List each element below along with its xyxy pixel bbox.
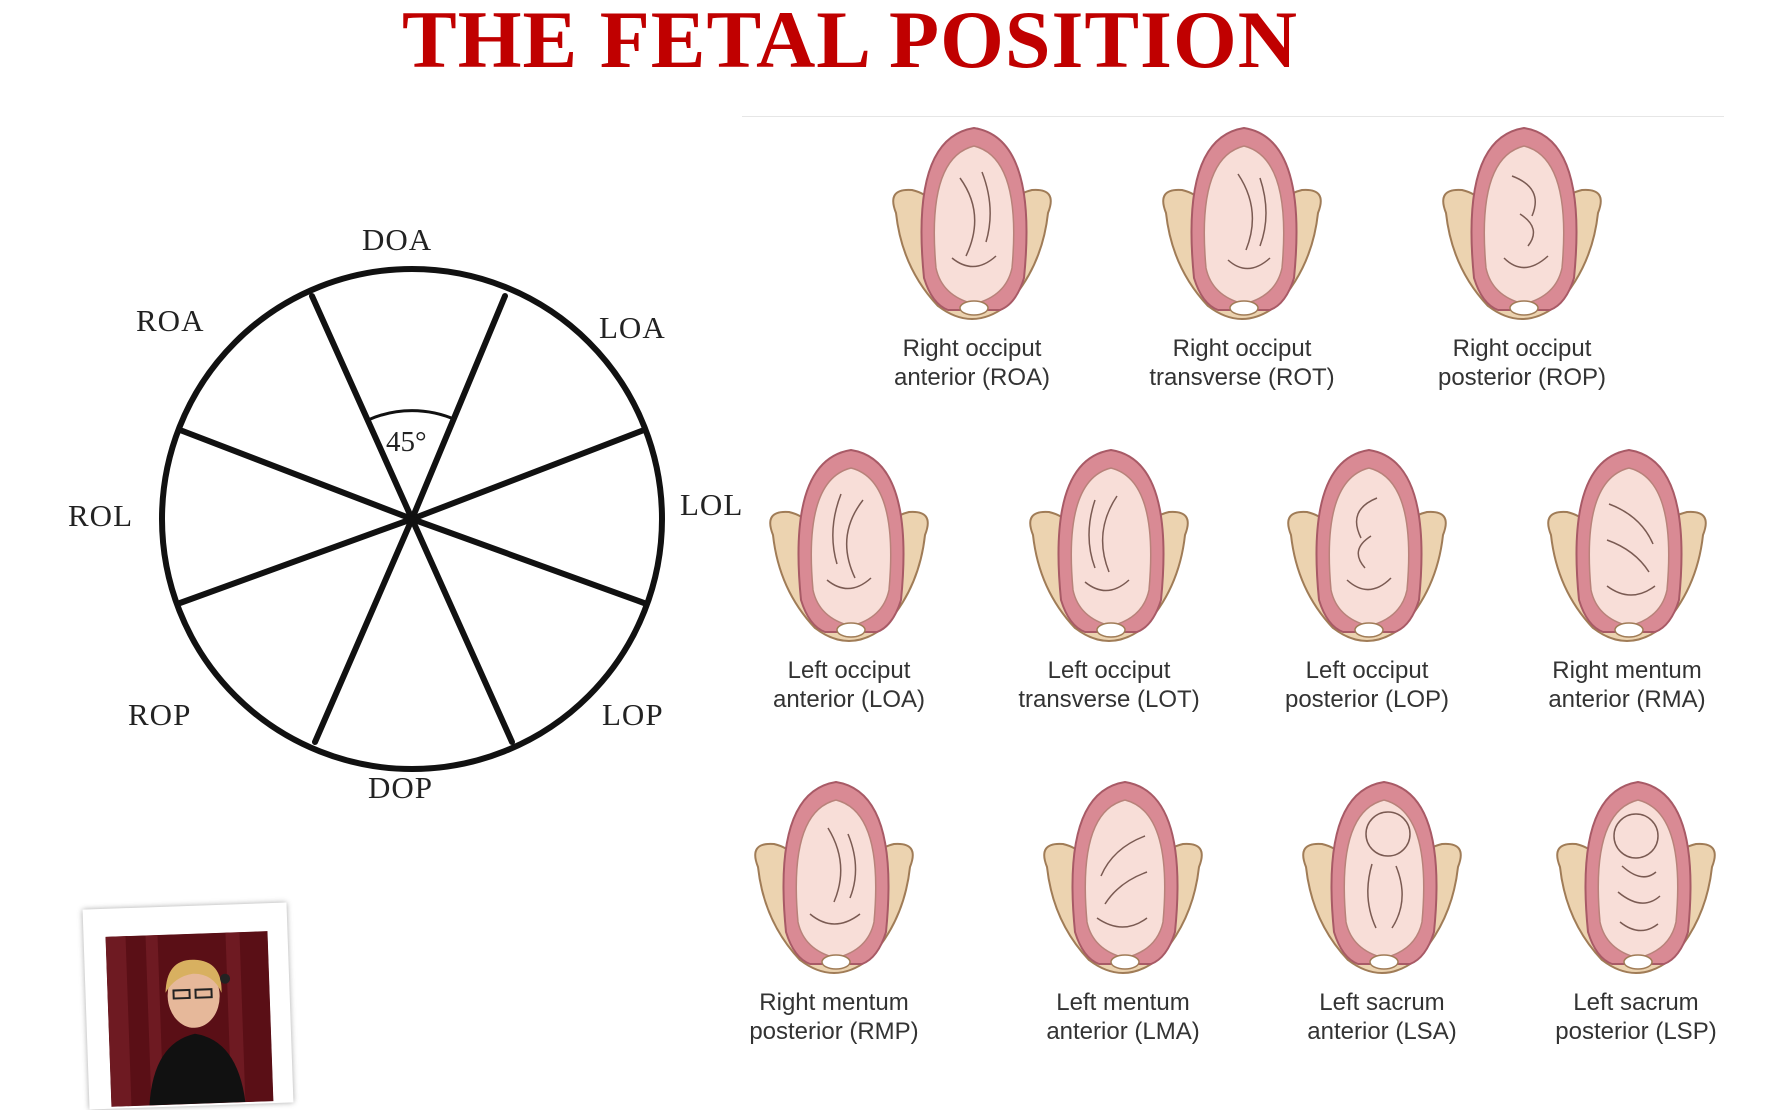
- wheel-spoke-doa-right: [409, 293, 508, 522]
- position-caption: Left occiput anterior (LOA): [709, 656, 989, 714]
- caption-line-2: posterior (LOP): [1284, 686, 1450, 713]
- position-cell-lop: Left occiput posterior (LOP): [1227, 440, 1507, 714]
- position-cell-lsa: Left sacrum anterior (LSA): [1242, 772, 1522, 1046]
- caption-line-2: posterior (ROP): [1437, 364, 1607, 391]
- wheel-label-dop: DOP: [368, 770, 433, 805]
- fetal-position-illustration: [1547, 448, 1707, 642]
- position-cell-rot: Right occiput transverse (ROT): [1102, 118, 1382, 392]
- caption-line-1: Right occiput: [902, 335, 1042, 362]
- position-caption: Left occiput transverse (LOT): [969, 656, 1249, 714]
- fetal-position-illustration: [1442, 126, 1602, 320]
- photo-image: [105, 931, 274, 1107]
- caption-line-2: anterior (LMA): [1046, 1018, 1200, 1045]
- fetal-position-illustration: [769, 448, 929, 642]
- divider-line: [742, 116, 1724, 117]
- wheel-spoke-right-lower: [177, 516, 415, 606]
- position-caption: Right occiput transverse (ROT): [1102, 334, 1382, 392]
- wheel-spoke-dop-left: [312, 516, 415, 745]
- wheel-label-lop: LOP: [602, 697, 664, 732]
- woman-silhouette: [105, 931, 274, 1107]
- position-cell-lot: Left occiput transverse (LOT): [969, 440, 1249, 714]
- position-cell-loa: Left occiput anterior (LOA): [709, 440, 989, 714]
- caption-line-2: transverse (ROT): [1149, 364, 1335, 391]
- caption-line-2: anterior (RMA): [1548, 686, 1706, 713]
- wheel-spoke-left-lower: [409, 516, 647, 606]
- caption-line-1: Left sacrum: [1573, 989, 1699, 1016]
- fetal-position-illustration: [1043, 780, 1203, 974]
- caption-line-2: anterior (LSA): [1307, 1018, 1457, 1045]
- caption-line-1: Right mentum: [759, 989, 909, 1016]
- position-cell-lsp: Left sacrum posterior (LSP): [1496, 772, 1776, 1046]
- position-cell-rop: Right occiput posterior (ROP): [1382, 118, 1662, 392]
- fetal-position-illustration: [1029, 448, 1189, 642]
- wheel-label-rol: ROL: [68, 498, 133, 533]
- position-caption: Left sacrum anterior (LSA): [1242, 988, 1522, 1046]
- caption-line-2: anterior (ROA): [893, 364, 1051, 391]
- position-caption: Left sacrum posterior (LSP): [1496, 988, 1776, 1046]
- pregnant-woman-photo: [82, 902, 294, 1110]
- caption-line-1: Left sacrum: [1319, 989, 1445, 1016]
- wheel-label-doa: DOA: [362, 222, 432, 257]
- wheel-label-rop: ROP: [128, 697, 191, 732]
- fetal-position-illustration: [1162, 126, 1322, 320]
- wheel-label-loa: LOA: [599, 310, 666, 345]
- caption-line-1: Right occiput: [1172, 335, 1312, 362]
- fetal-position-illustration: [754, 780, 914, 974]
- position-cell-roa: Right occiput anterior (ROA): [832, 118, 1112, 392]
- wheel-spoke-left-upper: [409, 427, 647, 522]
- caption-line-1: Right mentum: [1552, 657, 1702, 684]
- caption-line-1: Right occiput: [1452, 335, 1592, 362]
- caption-line-2: anterior (LOA): [772, 686, 926, 713]
- position-caption: Right mentum posterior (RMP): [694, 988, 974, 1046]
- caption-line-2: transverse (LOT): [1018, 686, 1200, 713]
- fetal-position-illustration: [1556, 780, 1716, 974]
- wheel-spoke-dop-right: [409, 516, 515, 745]
- page-title: THE FETAL POSITION: [402, 0, 1298, 85]
- wheel-label-lol: LOL: [680, 487, 743, 522]
- position-caption: Left mentum anterior (LMA): [983, 988, 1263, 1046]
- wheel-spoke-doa-left: [309, 293, 415, 522]
- wheel-label-roa: ROA: [136, 303, 204, 338]
- caption-line-1: Left mentum: [1056, 989, 1190, 1016]
- fetal-position-illustration: [1287, 448, 1447, 642]
- caption-line-1: Left occiput: [787, 657, 911, 684]
- fetal-position-illustration: [1302, 780, 1462, 974]
- position-caption: Right occiput posterior (ROP): [1382, 334, 1662, 392]
- fetal-position-illustration: [892, 126, 1052, 320]
- wheel-circle: [159, 266, 665, 772]
- position-cell-rmp: Right mentum posterior (RMP): [694, 772, 974, 1046]
- position-caption: Left occiput posterior (LOP): [1227, 656, 1507, 714]
- position-wheel-diagram: 45° DOA ROA LOA ROL LOL ROP LOP DOP: [68, 222, 743, 805]
- caption-line-1: Left occiput: [1047, 657, 1171, 684]
- angle-label: 45°: [386, 426, 427, 458]
- caption-line-2: posterior (RMP): [749, 1018, 919, 1045]
- caption-line-2: posterior (LSP): [1555, 1018, 1717, 1045]
- position-caption: Right mentum anterior (RMA): [1487, 656, 1767, 714]
- angle-arc: [367, 409, 457, 422]
- wheel-spoke-right-upper: [177, 427, 415, 522]
- caption-line-1: Left occiput: [1305, 657, 1429, 684]
- position-cell-rma: Right mentum anterior (RMA): [1487, 440, 1767, 714]
- position-cell-lma: Left mentum anterior (LMA): [983, 772, 1263, 1046]
- position-caption: Right occiput anterior (ROA): [832, 334, 1112, 392]
